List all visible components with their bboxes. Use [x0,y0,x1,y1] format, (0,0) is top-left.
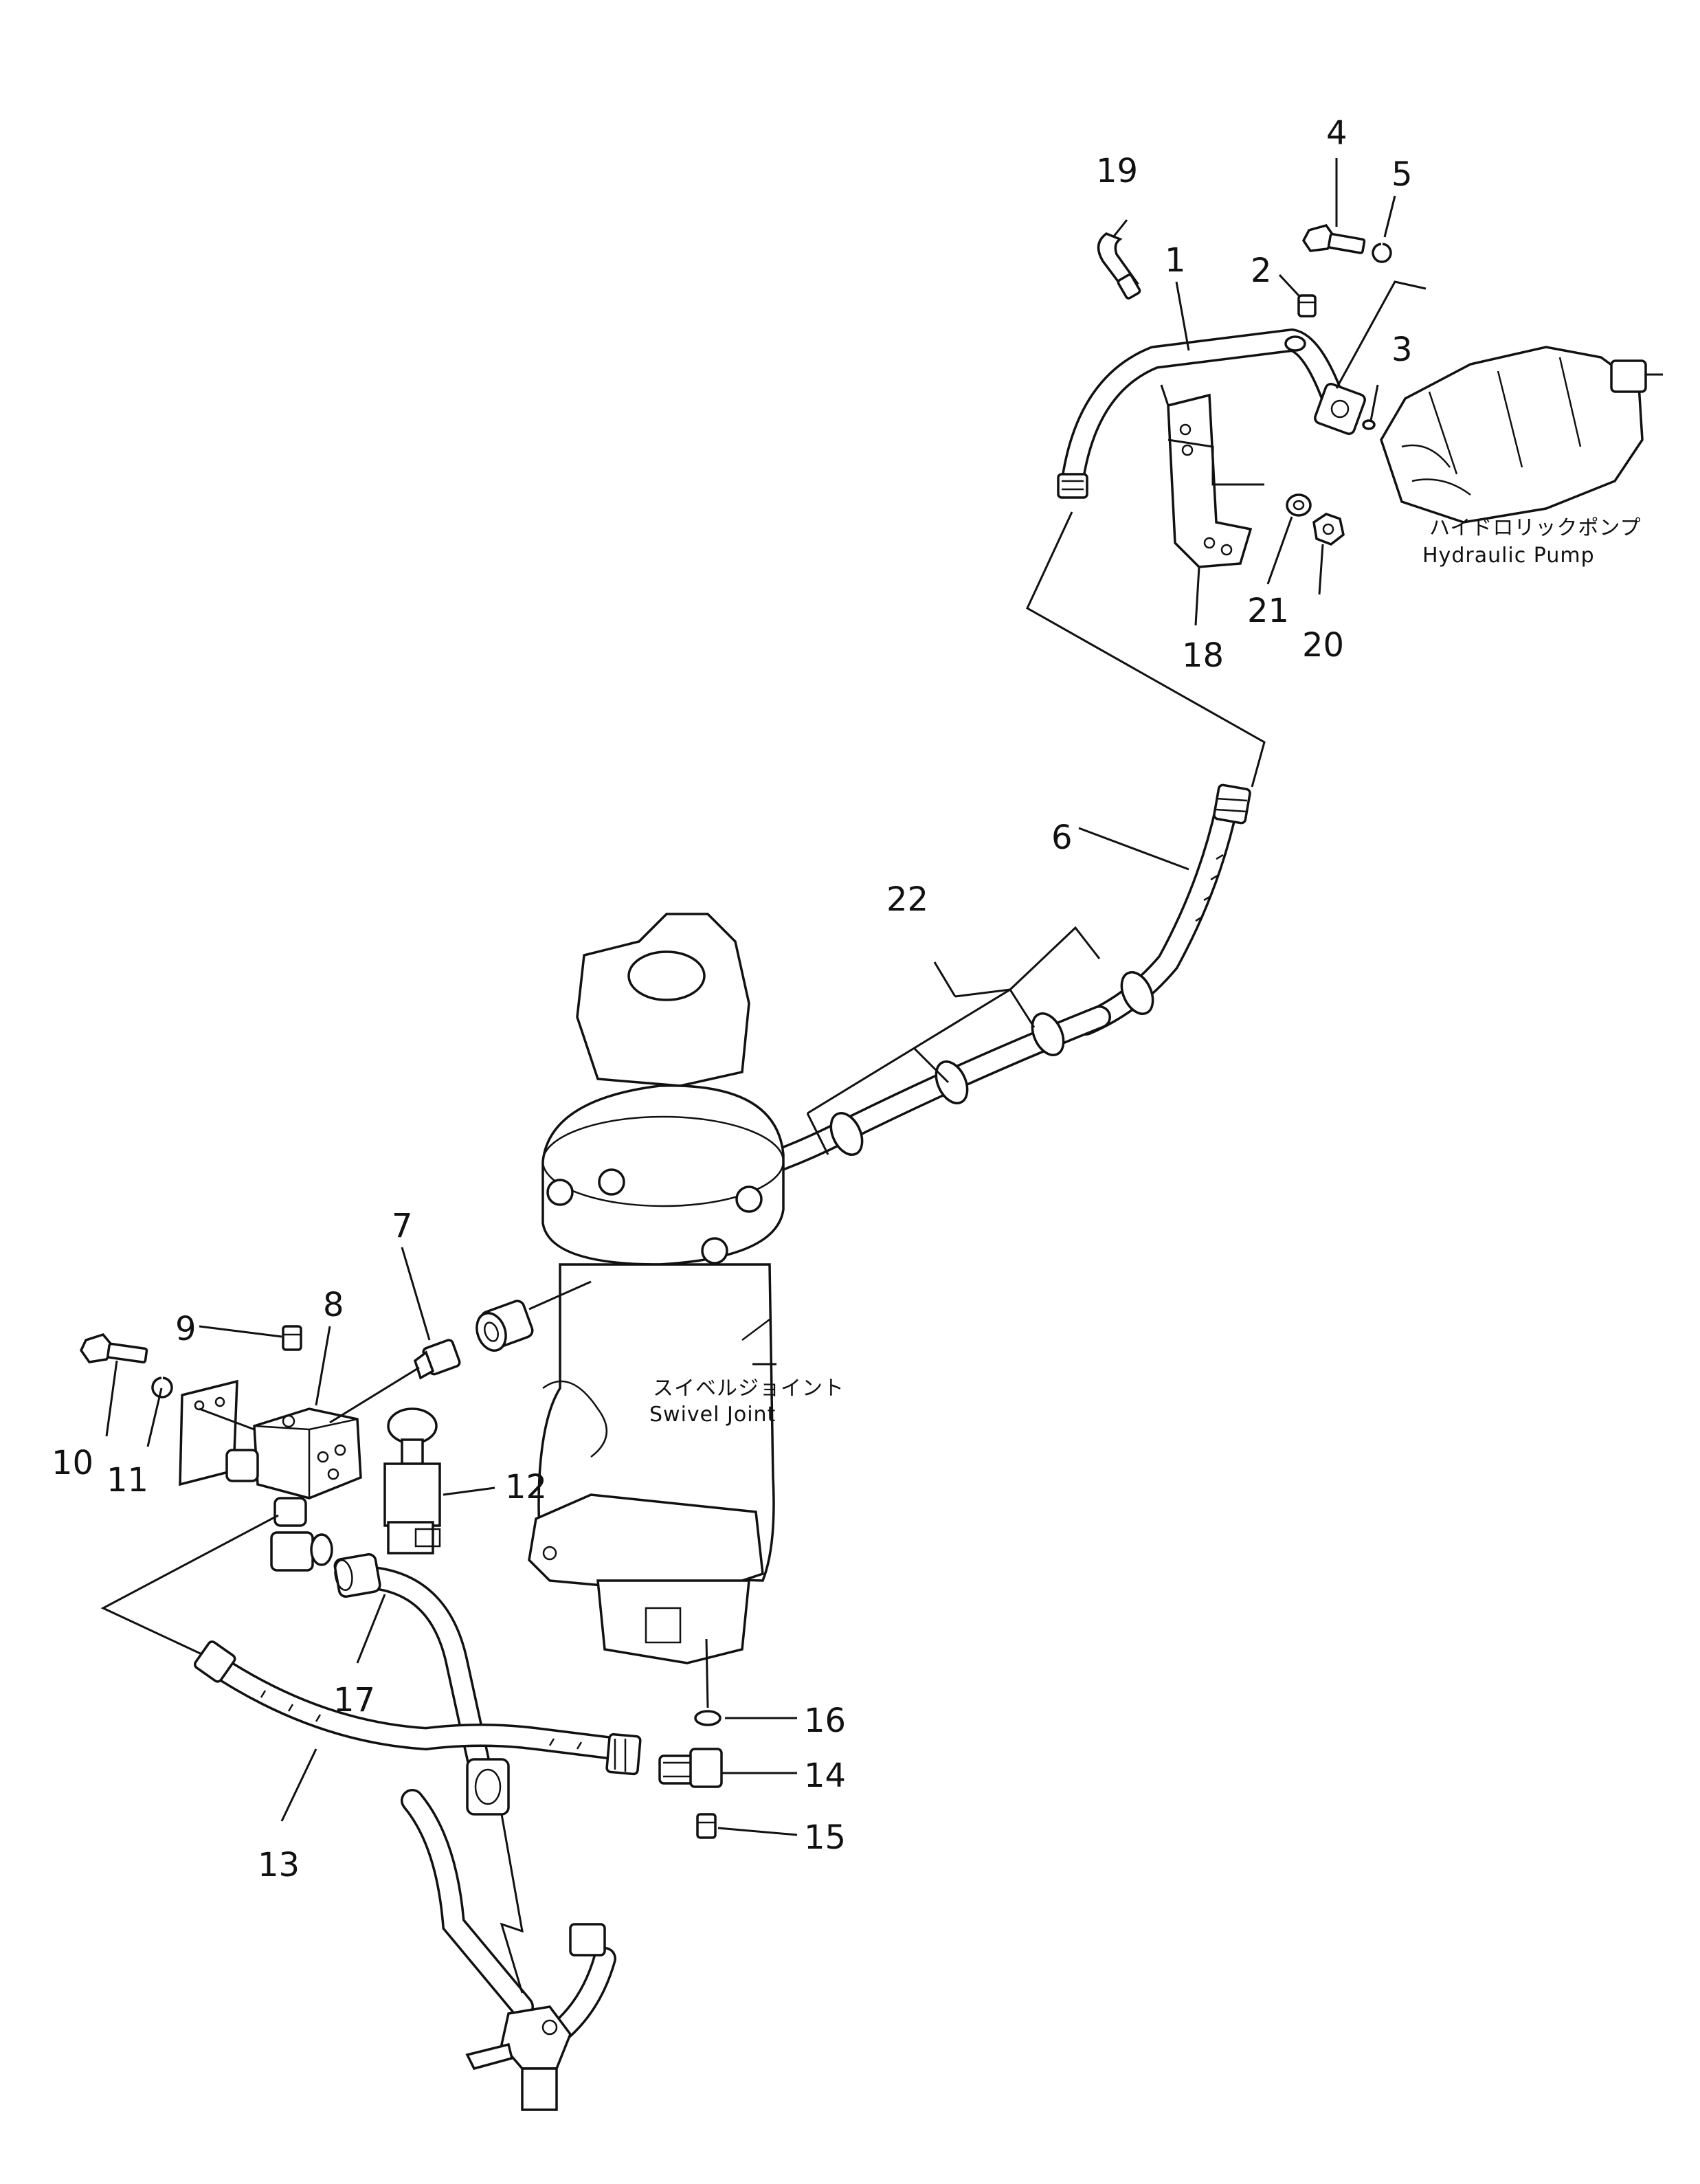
washer-5 [1372,243,1392,263]
callout-18: 18 [1182,636,1224,675]
callout-22: 22 [886,880,928,919]
callout-17: 17 [333,1681,375,1719]
nut-20 [1312,513,1345,546]
callout-5: 5 [1391,155,1413,194]
callout-10: 10 [52,1444,93,1482]
pipe-1 [1057,328,1366,499]
valve-block-8 [225,1407,362,1527]
callout-19: 19 [1096,152,1138,190]
callout-numbers: 1 2 3 4 5 6 7 8 9 10 11 12 13 14 15 16 1… [52,114,1413,1884]
washer-11 [151,1377,173,1399]
elbow-fitting [270,1531,333,1572]
swivel-fitting [476,1280,592,1352]
callout-7: 7 [392,1207,413,1245]
hydraulic-pump [1380,346,1663,524]
callout-1: 1 [1165,241,1186,280]
callout-11: 11 [107,1461,148,1500]
plug-9 [282,1325,302,1351]
switch-12 [383,1407,441,1555]
washer-21 [1286,493,1312,517]
bottom-valve-assembly [401,1789,616,2111]
plug-2 [1297,294,1317,317]
callout-21: 21 [1247,592,1289,630]
connection-line-valve-13 [100,1514,279,1658]
swivel-joint-label-en: Swivel Joint [649,1403,776,1427]
o-ring-3 [1362,419,1376,430]
main-hose [744,1005,1111,1180]
callout-9: 9 [175,1310,197,1348]
hydraulic-pump-label-jp: ハイドロリックポンプ [1429,516,1642,540]
callout-12: 12 [505,1468,547,1506]
callout-6: 6 [1051,818,1073,857]
swivel-joint-label-jp: スイベルジョイント [653,1377,845,1401]
plug-15 [696,1813,717,1839]
callout-15: 15 [804,1818,846,1857]
callout-3: 3 [1391,331,1413,369]
callout-16: 16 [804,1702,846,1740]
hose-17 [333,1553,510,1816]
clip-19 [1097,232,1141,300]
callout-8: 8 [323,1286,344,1324]
connection-line-1-6 [1026,511,1266,788]
bolt-10 [79,1333,148,1363]
fitting-14 [658,1748,723,1788]
hydraulic-pump-label-en: Hydraulic Pump [1422,544,1595,568]
bolt-4 [1301,223,1366,254]
callout-14: 14 [804,1757,846,1795]
callout-4: 4 [1326,114,1347,153]
clamp-22 [829,971,1154,1156]
callout-2: 2 [1251,252,1272,290]
callout-20: 20 [1302,626,1344,665]
bracket-18 [1167,393,1253,568]
swivel-joint [528,913,785,1664]
hose-13 [193,1640,642,1776]
callout-13: 13 [258,1846,300,1884]
hose-6 [1074,783,1251,1036]
o-ring-16 [694,1710,722,1726]
fitting-7 [413,1339,461,1380]
